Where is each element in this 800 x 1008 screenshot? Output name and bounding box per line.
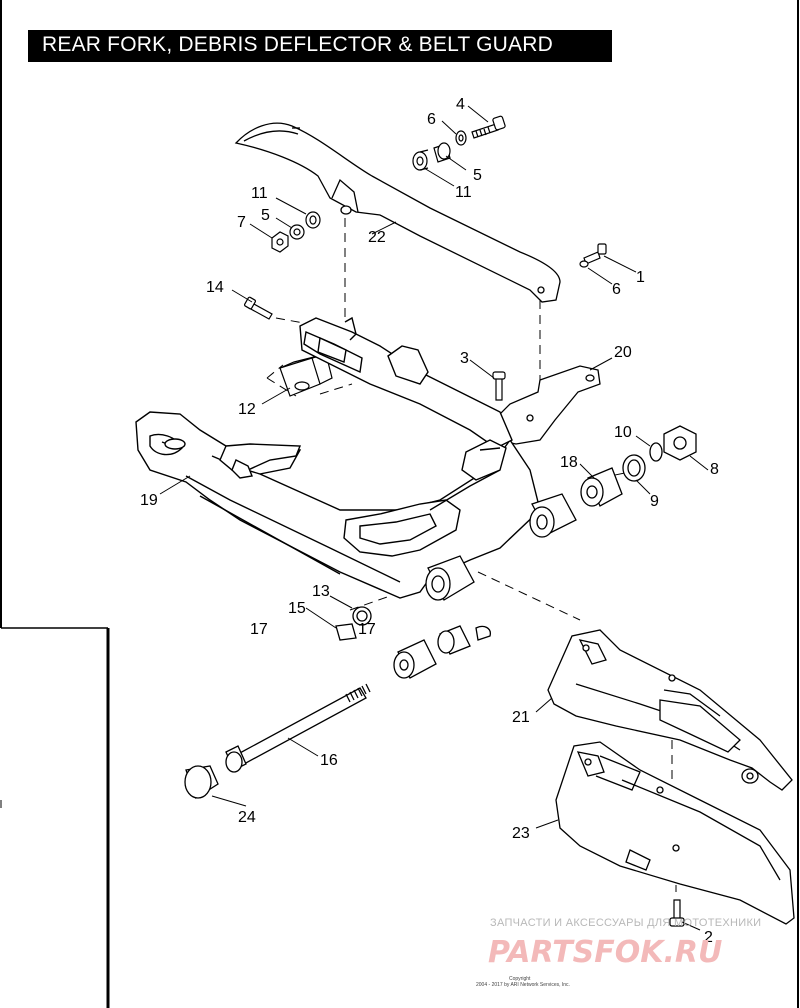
belt-guard-lower — [555, 741, 795, 925]
callout-6b: 6 — [612, 281, 621, 298]
watermark-caption: ЗАПЧАСТИ И АКСЕССУАРЫ ДЛЯ МОТОТЕХНИКИ — [490, 917, 761, 929]
callout-10: 10 — [614, 424, 632, 441]
leader-lines — [159, 105, 709, 931]
callout-24: 24 — [238, 809, 256, 826]
pivot-shaft-assembly — [184, 606, 491, 799]
belt-guard-upper — [234, 122, 561, 303]
callout-2: 2 — [704, 929, 713, 946]
callout-21: 21 — [512, 709, 530, 726]
callout-6a: 6 — [427, 111, 436, 128]
callout-20: 20 — [614, 344, 632, 361]
callout-5b: 5 — [261, 207, 270, 224]
title-bar: REAR FORK, DEBRIS DEFLECTOR & BELT GUARD — [28, 30, 612, 62]
callout-13: 13 — [312, 583, 330, 600]
copyright-line2: 2004 - 2017 by ARI Network Services, Inc… — [476, 982, 570, 988]
callout-3: 3 — [460, 350, 469, 367]
callout-7: 7 — [237, 214, 246, 231]
copyright: Copyright 2004 - 2017 by ARI Network Ser… — [476, 976, 570, 988]
watermark: ЗАПЧАСТИ И АКСЕССУАРЫ ДЛЯ МОТОТЕХНИКИ PA… — [488, 917, 761, 970]
callout-17b: 17 — [358, 621, 376, 638]
callout-19: 19 — [140, 492, 158, 509]
pivot-bearings — [425, 425, 697, 601]
page-title: REAR FORK, DEBRIS DEFLECTOR & BELT GUARD — [42, 33, 553, 56]
callout-12: 12 — [238, 401, 256, 418]
callout-11a: 11 — [455, 184, 472, 201]
watermark-brand: PARTSFOK.RU — [488, 935, 722, 970]
fork-hardware — [243, 296, 506, 401]
callout-17a: 17 — [250, 621, 268, 638]
callout-11b: 11 — [251, 185, 268, 202]
callout-5a: 5 — [473, 167, 482, 184]
callout-9: 9 — [650, 493, 659, 510]
callout-16: 16 — [320, 752, 338, 769]
callout-1: 1 — [636, 269, 645, 286]
screw-2 — [669, 899, 685, 927]
belt-guard-hardware — [271, 115, 607, 268]
callout-14: 14 — [206, 279, 224, 296]
callout-numbers: 4 6 5 11 11 5 7 22 1 6 14 3 20 12 10 18 … — [140, 96, 719, 946]
callout-18: 18 — [560, 454, 578, 471]
callout-23: 23 — [512, 825, 530, 842]
rear-fork-swingarm — [135, 316, 541, 599]
callout-15: 15 — [288, 600, 306, 617]
copyright-line1: Copyright — [509, 976, 531, 982]
callout-22: 22 — [368, 229, 386, 246]
callout-8: 8 — [710, 461, 719, 478]
callout-4: 4 — [456, 96, 465, 113]
debris-deflector — [547, 629, 793, 791]
